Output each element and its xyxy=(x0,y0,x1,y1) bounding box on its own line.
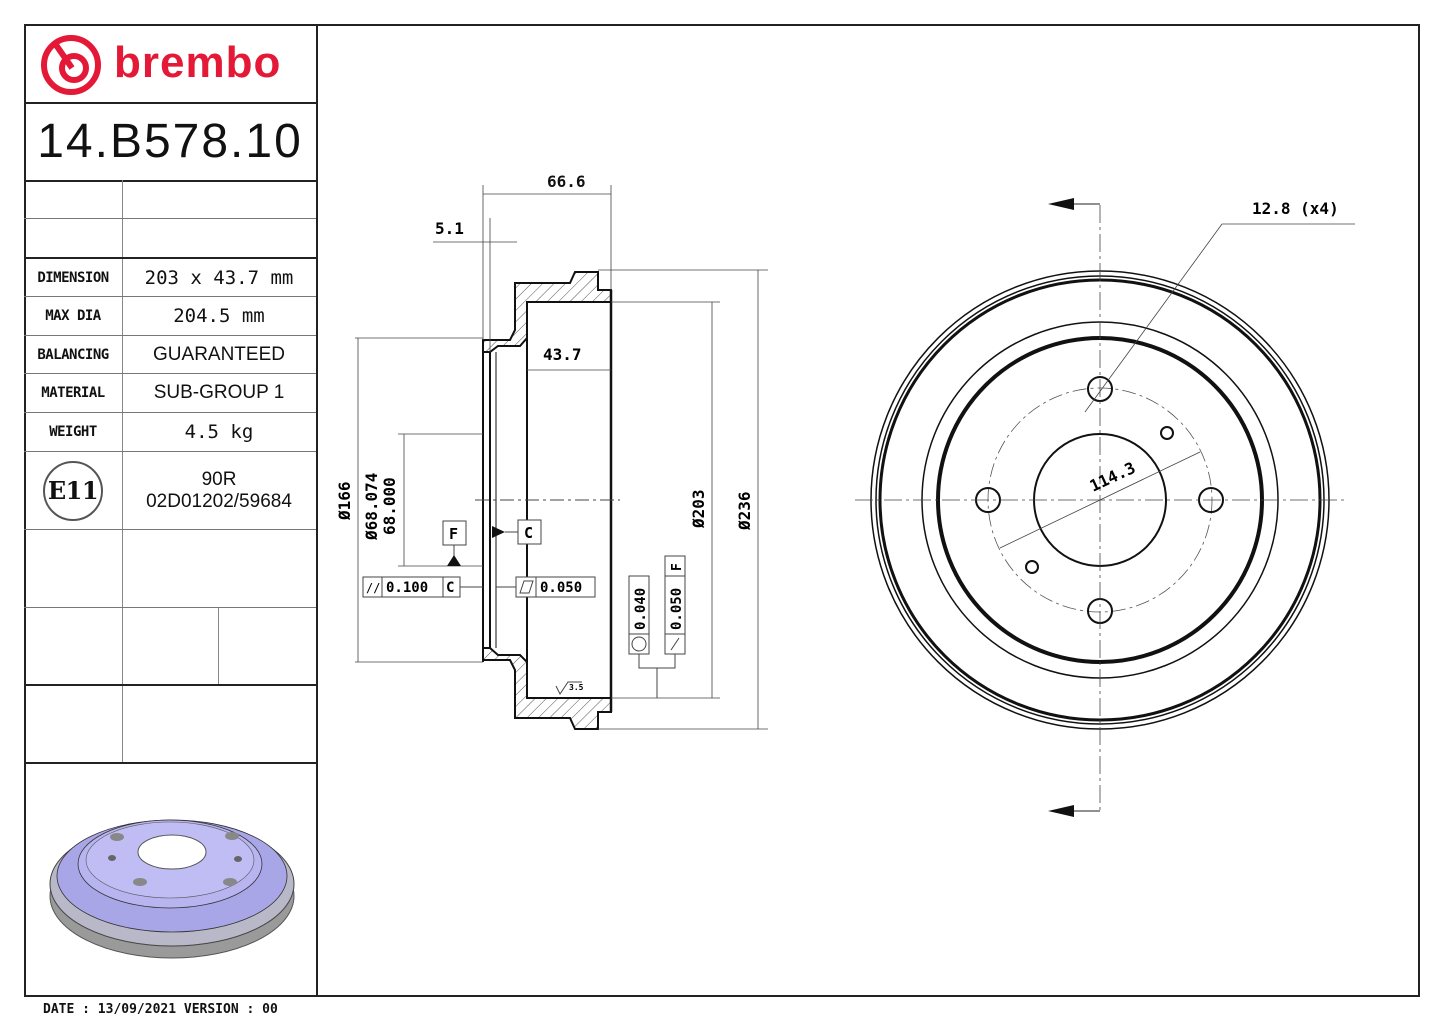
svg-text:F: F xyxy=(670,563,685,571)
spec-label: WEIGHT xyxy=(24,413,123,451)
circularity-tolerance-frame: 0.040 xyxy=(628,575,650,655)
spec-label: MATERIAL xyxy=(24,374,123,412)
circularity-icon xyxy=(631,636,647,652)
dim-dia-166: Ø166 xyxy=(335,481,354,521)
spec-row-material: MATERIAL SUB-GROUP 1 xyxy=(24,374,316,413)
e11-approval-mark: E11 xyxy=(43,460,103,521)
dim-flange-thickness: 5.1 xyxy=(435,219,464,238)
spec-value: GUARANTEED xyxy=(153,343,285,365)
spec-row-max-dia: MAX DIA 204.5 mm xyxy=(24,297,316,336)
parallelism-icon: // xyxy=(366,581,380,595)
homologation-row: E11 90R 02D01202/59684 xyxy=(24,452,316,530)
blank-row-1 xyxy=(24,180,316,219)
datum-f-triangle-icon xyxy=(447,555,461,566)
spec-row-balancing: BALANCING GUARANTEED xyxy=(24,336,316,374)
title-block: brembo 14.B578.10 DIMENSION 203 x 43.7 m… xyxy=(24,24,318,997)
datum-c-label: C xyxy=(524,524,533,542)
spec-value: SUB-GROUP 1 xyxy=(153,382,285,403)
dim-hub-upper: Ø68.074 xyxy=(362,473,381,541)
locating-hole-1 xyxy=(1160,426,1174,440)
blank-row-3 xyxy=(24,530,316,608)
locating-hole-2 xyxy=(1025,560,1039,574)
svg-text:0.050: 0.050 xyxy=(669,588,685,630)
spec-value: 203 x 43.7 mm xyxy=(144,266,294,289)
blank-row-2 xyxy=(24,219,316,259)
svg-text:0.040: 0.040 xyxy=(633,588,649,630)
spec-label: DIMENSION xyxy=(24,259,123,296)
dim-braking-width: 43.7 xyxy=(543,345,582,364)
homologation-reg: 90R xyxy=(201,468,237,490)
dim-hole-diameter: 12.8 (x4) xyxy=(1252,199,1339,218)
front-view-drawing: 12.8 (x4) 114.3 xyxy=(855,198,1355,817)
drawing-sheet xyxy=(24,24,1420,997)
runout-arrow-icon xyxy=(670,637,680,651)
spec-label: MAX DIA xyxy=(24,297,123,335)
svg-text:0.050: 0.050 xyxy=(540,580,582,596)
dim-dia-236: Ø236 xyxy=(735,491,754,531)
dim-hub-lower: 68.000 xyxy=(380,477,399,535)
svg-text:3.5: 3.5 xyxy=(569,683,584,692)
svg-text:0.100: 0.100 xyxy=(386,580,428,596)
part-number: 14.B578.10 xyxy=(24,102,316,182)
runout-tolerance-frame: F 0.050 xyxy=(664,555,686,655)
spec-value: 204.5 mm xyxy=(173,305,265,327)
parallelism-tolerance-frame: // 0.100 C xyxy=(362,576,483,598)
section-view-drawing: 66.6 5.1 43.7 Ø166 Ø68.074 68.000 Ø203 Ø… xyxy=(335,172,768,730)
brand-name: brembo xyxy=(114,38,282,87)
brembo-logo-icon xyxy=(41,35,101,95)
section-arrow-top-icon xyxy=(1048,198,1074,210)
svg-text:C: C xyxy=(446,580,454,596)
dim-dia-203: Ø203 xyxy=(689,489,708,529)
datum-c-triangle-icon xyxy=(492,526,505,538)
dim-pcd: 114.3 xyxy=(1087,458,1139,496)
drum-3d-render xyxy=(49,819,295,959)
flatness-tolerance-frame: 0.050 xyxy=(496,576,596,598)
dim-overall-depth: 66.6 xyxy=(547,172,586,191)
date-version: DATE : 13/09/2021 VERSION : 00 xyxy=(43,1002,278,1017)
surface-roughness-symbol: 3.5 xyxy=(555,681,584,695)
spec-value: 4.5 kg xyxy=(184,421,254,443)
homologation-number: 02D01202/59684 xyxy=(146,490,292,512)
spec-row-dimension: DIMENSION 203 x 43.7 mm xyxy=(24,259,316,297)
spec-label: BALANCING xyxy=(24,336,123,373)
section-arrow-bottom-icon xyxy=(1048,805,1074,817)
spec-row-weight: WEIGHT 4.5 kg xyxy=(24,413,316,452)
flatness-icon xyxy=(519,580,534,594)
blank-row-5 xyxy=(24,686,316,764)
datum-f-label: F xyxy=(449,525,458,543)
brand-logo: brembo xyxy=(24,24,316,104)
blank-row-4 xyxy=(24,608,316,686)
